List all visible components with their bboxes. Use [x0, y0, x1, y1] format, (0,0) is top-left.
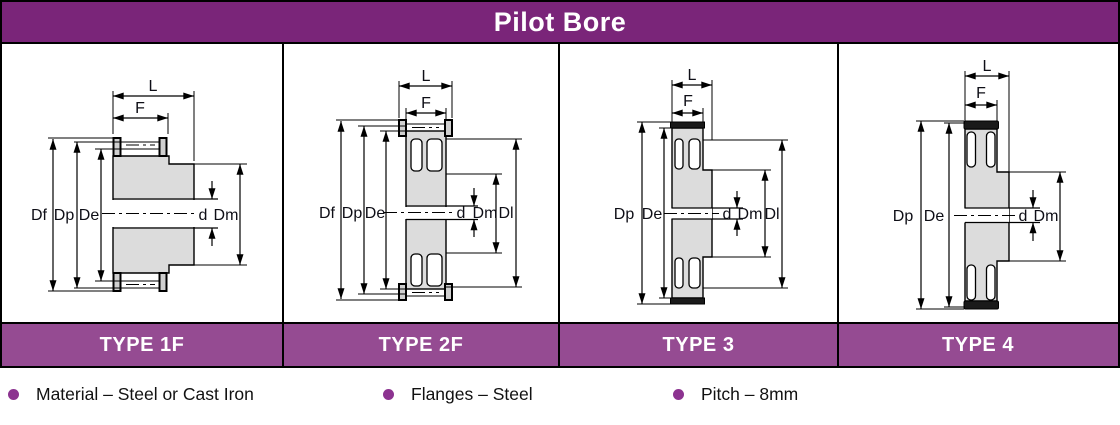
dim-label-Dm: Dm: [473, 205, 498, 222]
dim-label-L: L: [422, 68, 431, 85]
type-label: TYPE 2F: [378, 333, 464, 356]
dim-label-De: De: [924, 208, 945, 225]
dim-label-Dl: Dl: [498, 205, 513, 222]
panel-type-2f: L F Df Dp De d Dm Dl: [282, 44, 558, 322]
dim-label-Dm: Dm: [1034, 208, 1059, 225]
dim-label-Dm: Dm: [738, 206, 763, 223]
type-label: TYPE 4: [942, 333, 1014, 356]
pulley-body: [358, 119, 478, 301]
type-band: TYPE 1F TYPE 2F TYPE 3 TYPE 4: [2, 322, 1118, 366]
dimension-labels: L F Dp De d Dm: [893, 58, 1059, 225]
dim-label-Df: Df: [319, 205, 336, 222]
dim-label-L: L: [149, 78, 158, 95]
dim-label-Dm: Dm: [214, 207, 239, 224]
note-pitch: Pitch – 8mm: [673, 382, 798, 406]
dim-label-Dp: Dp: [342, 205, 363, 222]
notes-row: Material – Steel or Cast Iron Flanges – …: [0, 382, 1120, 412]
dim-label-d: d: [457, 205, 466, 222]
dim-label-d: d: [723, 206, 732, 223]
header-bar: Pilot Bore: [2, 2, 1118, 44]
panel-type-1f: L F Df Dp De d Dm: [2, 44, 282, 322]
panel-type-3: L F Dp De d Dm Dl: [558, 44, 837, 322]
pulley-body: [74, 137, 218, 292]
panel-type-4: L F Dp De d Dm: [837, 44, 1117, 322]
dim-label-F: F: [421, 95, 431, 112]
dim-label-Dp: Dp: [614, 206, 635, 223]
dim-label-De: De: [642, 206, 663, 223]
dim-label-Dp: Dp: [893, 208, 914, 225]
note-flanges: Flanges – Steel: [383, 382, 533, 406]
type-band-cell-2f: TYPE 2F: [282, 324, 558, 366]
dim-label-De: De: [79, 207, 100, 224]
diagram-type-2f: L F Df Dp De d Dm Dl: [319, 68, 522, 301]
note-material: Material – Steel or Cast Iron: [8, 382, 254, 406]
dim-label-Df: Df: [31, 207, 48, 224]
type-label: TYPE 3: [662, 333, 735, 356]
dim-label-Dp: Dp: [54, 207, 75, 224]
diagram-type-4: L F Dp De d Dm: [893, 58, 1066, 310]
type-band-cell-4: TYPE 4: [837, 324, 1117, 366]
diagram-type-1f: L F Df Dp De d Dm: [31, 78, 247, 292]
note-text: Pitch – 8mm: [701, 383, 799, 404]
dimension-lines: [336, 81, 522, 301]
diagram-row: L F Df Dp De d Dm: [2, 44, 1118, 322]
note-text: Flanges – Steel: [411, 383, 533, 404]
dimension-lines: [916, 71, 1066, 310]
dim-label-De: De: [365, 205, 386, 222]
dimension-labels: L F Dp De d Dm Dl: [614, 67, 780, 223]
dimension-lines: [637, 80, 788, 305]
bullet-icon: [8, 388, 19, 400]
dim-label-L: L: [688, 67, 697, 84]
table-frame: Pilot Bore: [0, 0, 1120, 368]
dim-label-F: F: [683, 93, 693, 110]
note-text: Material – Steel or Cast Iron: [36, 383, 254, 404]
diagram-type-3: L F Dp De d Dm Dl: [614, 67, 788, 305]
page-title: Pilot Bore: [493, 6, 627, 37]
bullet-icon: [673, 388, 684, 400]
dimension-labels: L F Df Dp De d Dm: [31, 78, 238, 224]
pulley-body: [945, 120, 1040, 310]
bullet-icon: [383, 388, 394, 400]
type-band-cell-3: TYPE 3: [558, 324, 837, 366]
dim-label-F: F: [135, 100, 145, 117]
dim-label-d: d: [199, 207, 208, 224]
dimension-labels: L F Df Dp De d Dm Dl: [319, 68, 514, 222]
dim-label-L: L: [983, 58, 992, 75]
pulley-body: [664, 121, 743, 305]
type-label: TYPE 1F: [99, 333, 185, 356]
dim-label-d: d: [1019, 208, 1028, 225]
dim-label-F: F: [976, 85, 986, 102]
dimension-lines: [48, 91, 247, 292]
type-band-cell-1f: TYPE 1F: [2, 324, 282, 366]
dim-label-Dl: Dl: [764, 206, 779, 223]
